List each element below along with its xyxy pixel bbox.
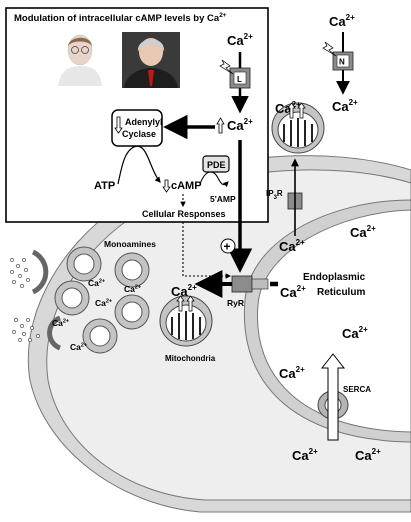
er-label-line2: Reticulum xyxy=(317,287,365,298)
pde-box xyxy=(202,155,230,173)
serca-up-arrow-icon xyxy=(320,353,346,441)
ca-inset-label: Ca2+ xyxy=(227,117,253,133)
lightning-icon xyxy=(322,41,337,57)
ca-label: Ca2+ xyxy=(280,284,306,300)
ryr-channel xyxy=(231,275,253,293)
vesicle xyxy=(114,294,150,330)
up-arrow-icon xyxy=(287,102,296,119)
ca-vesicle-label: Ca2+ xyxy=(124,284,141,294)
plus-sign: + xyxy=(224,240,231,254)
up-arrow-icon xyxy=(186,295,195,312)
plus-circle-icon xyxy=(220,238,236,254)
atp-label: ATP xyxy=(94,180,115,192)
portrait-1-figure xyxy=(58,34,102,86)
mitochondria-label: Mitochondria xyxy=(165,354,216,363)
mitochondrion-left xyxy=(159,295,213,347)
up-arrow-icon xyxy=(176,295,185,312)
five-amp-label: 5'AMP xyxy=(210,194,236,204)
channel-n-label: N xyxy=(339,58,345,67)
vesicle xyxy=(54,280,90,316)
ca-vesicle-label: Ca2+ xyxy=(52,318,69,328)
vesicle xyxy=(82,318,118,354)
vesicle xyxy=(66,246,102,282)
channel-l-label: L xyxy=(237,75,242,84)
adenylyl-line2: Cyclase xyxy=(122,129,156,139)
mitochondrion-right xyxy=(271,102,325,154)
ca-n-bottom-label: Ca2+ xyxy=(332,98,358,114)
ca-vesicle-label: Ca2+ xyxy=(95,298,112,308)
ca-label: Ca2+ xyxy=(275,100,301,116)
ca-mito-label: Ca2+ xyxy=(171,283,197,299)
ca-label: Ca2+ xyxy=(342,325,368,341)
serca-label: SERCA xyxy=(343,385,371,394)
vesicle xyxy=(114,252,150,288)
up-arrow-icon xyxy=(297,102,306,119)
adenylyl-line1: Adenylyl xyxy=(125,117,163,127)
down-arrow-icon xyxy=(114,116,123,134)
vesicle-group xyxy=(10,246,150,354)
inset-title: Modulation of intracellular cAMP levels … xyxy=(14,12,227,24)
monoamines-label: Monoamines xyxy=(104,239,156,249)
released-monoamines xyxy=(10,258,40,342)
camp-to-5amp-curve xyxy=(199,171,229,188)
ip3r-label: IP3R xyxy=(266,189,283,201)
ca-top-label: Ca2+ xyxy=(227,32,253,48)
portrait-2-figure xyxy=(124,38,178,88)
ryr-label: RyR xyxy=(227,298,244,308)
er-label-line1: Endoplasmic xyxy=(303,272,366,283)
ca-n-top-label: Ca2+ xyxy=(329,13,355,29)
ca-label: Ca2+ xyxy=(355,447,381,463)
cellular-responses-label: Cellular Responses xyxy=(142,209,226,219)
down-arrow-icon xyxy=(162,179,171,193)
adenylyl-cyclase-box: Adenylyl Cyclase xyxy=(111,109,163,147)
vesicle-releasing xyxy=(31,249,49,295)
camp-label: cAMP xyxy=(171,180,202,192)
ca-label: Ca2+ xyxy=(279,365,305,381)
lightning-icon xyxy=(219,59,234,75)
pde-label: PDE xyxy=(207,160,226,170)
endoplasmic-reticulum xyxy=(243,199,411,443)
atp-to-camp-curve xyxy=(117,145,161,185)
ca-label: Ca2+ xyxy=(279,238,305,254)
vesicle-releasing xyxy=(47,315,62,351)
ca-vesicle-label: Ca2+ xyxy=(88,278,105,288)
ca-label: Ca2+ xyxy=(350,224,376,240)
up-arrow-icon xyxy=(216,117,225,134)
ca-vesicle-label: Ca2+ xyxy=(70,342,87,352)
ca-label: Ca2+ xyxy=(292,447,318,463)
